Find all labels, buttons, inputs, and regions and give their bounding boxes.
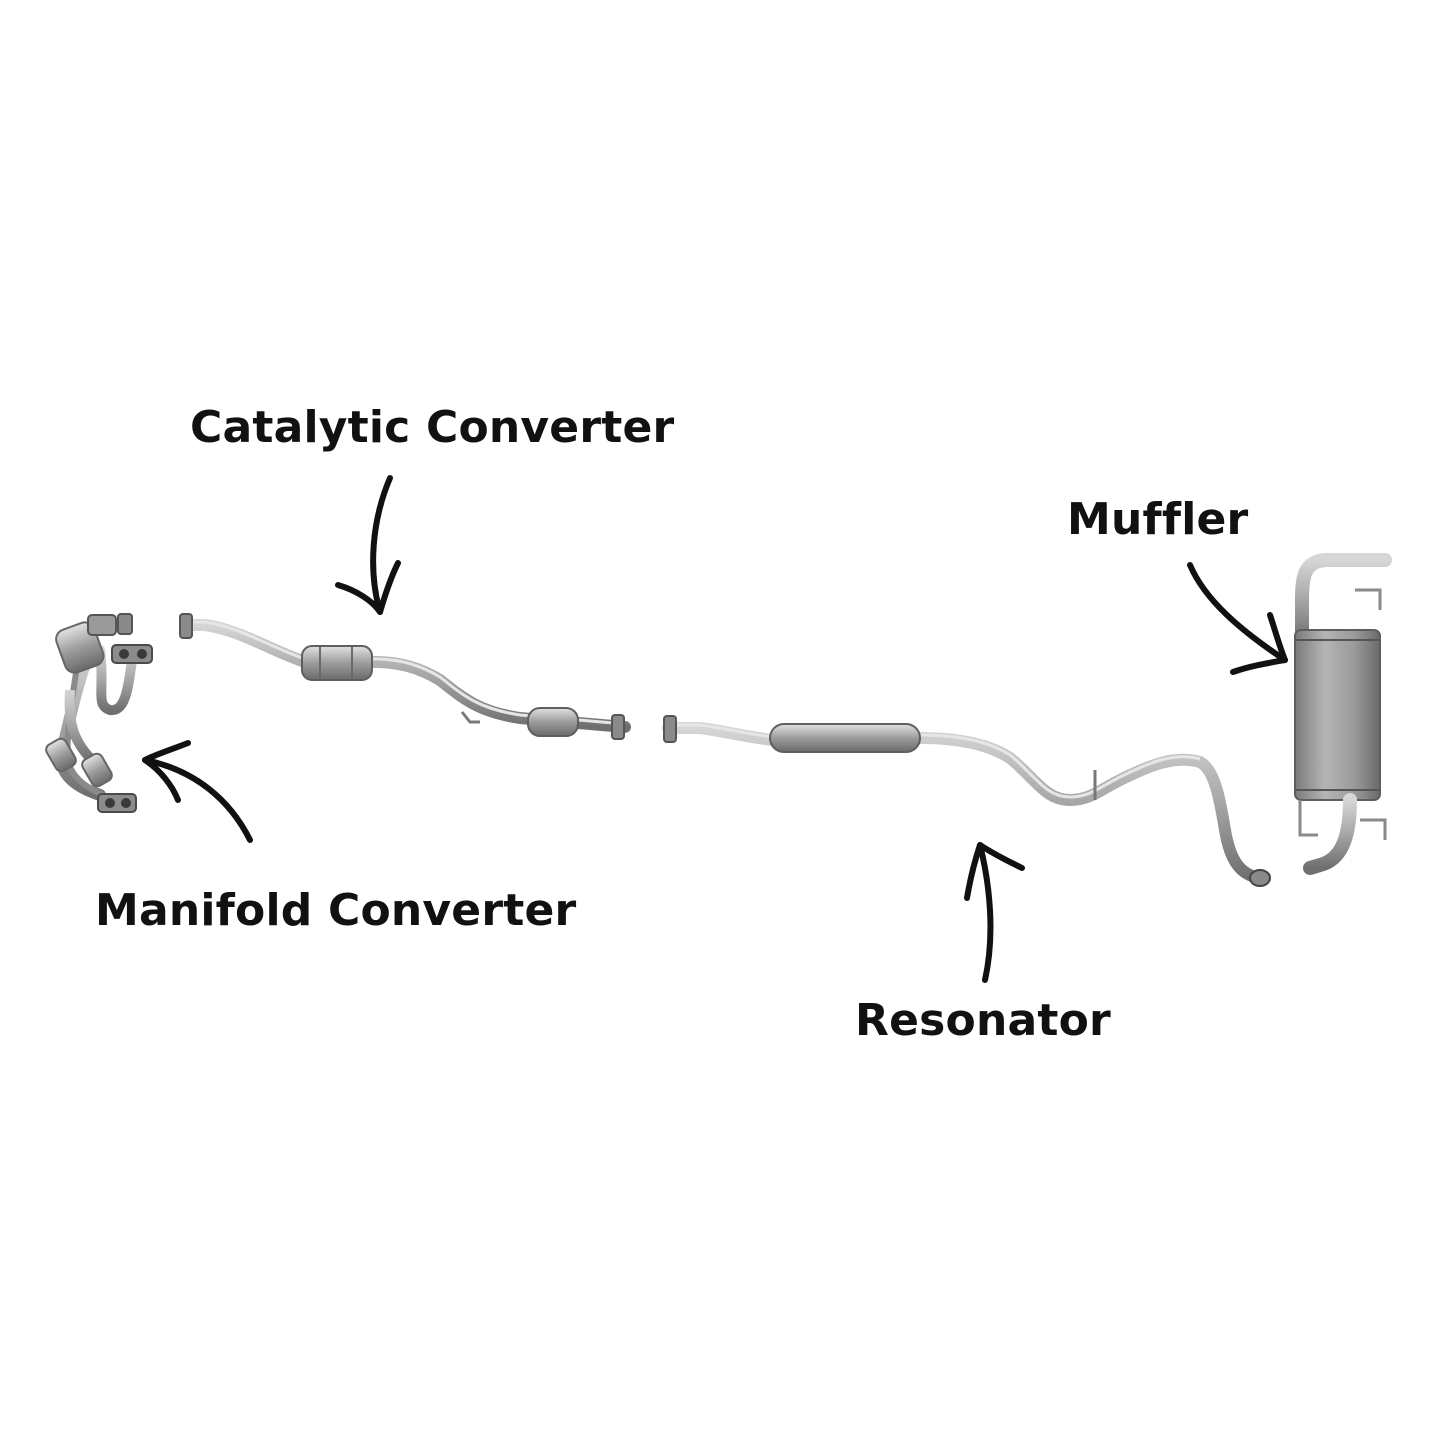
resonator-part (662, 715, 1271, 887)
arrow-manifold-converter (142, 740, 253, 843)
muffler-label: Muffler (1067, 494, 1249, 545)
catalytic-converter-part (179, 613, 631, 740)
resonator-label: Resonator (855, 995, 1111, 1046)
arrow-catalytic-converter (335, 475, 401, 615)
muffler-part (1294, 553, 1392, 875)
arrow-resonator (964, 842, 1025, 983)
manifold-converter-label: Manifold Converter (95, 885, 577, 936)
arrow-muffler (1187, 562, 1288, 675)
catalytic-converter-label: Catalytic Converter (190, 402, 675, 453)
manifold-converter-part (45, 613, 153, 813)
